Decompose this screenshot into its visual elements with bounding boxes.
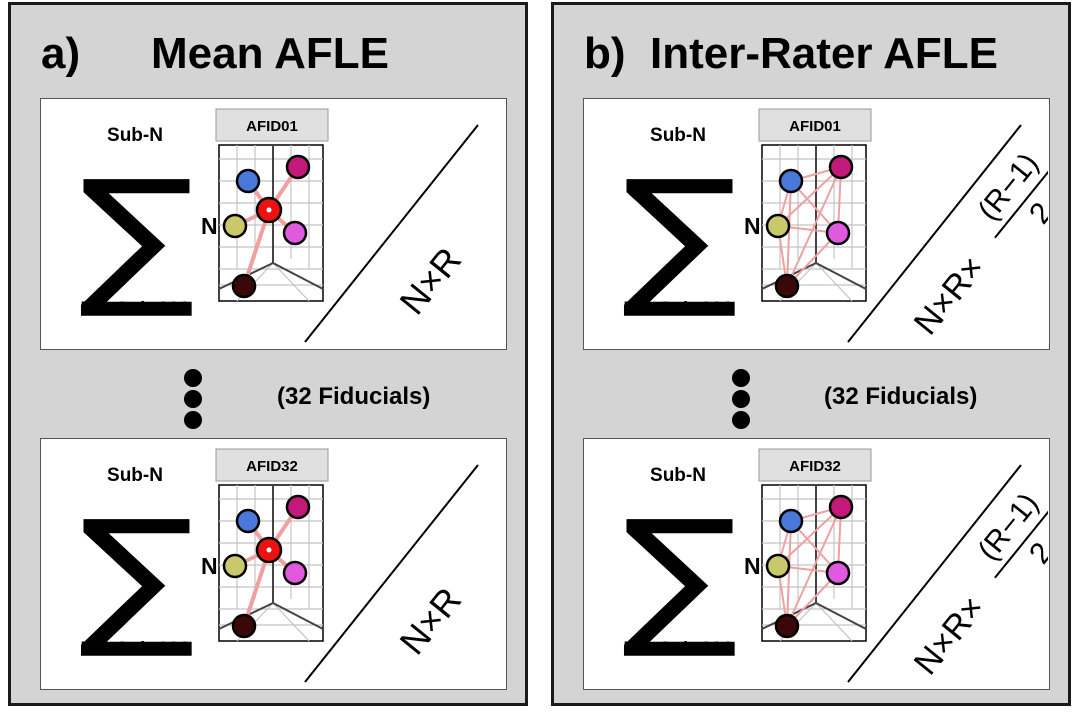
fiducial-3d-plot	[761, 484, 867, 642]
fraction-denominator: 2	[1023, 196, 1048, 230]
denominator-expression: N×R× (R−1) 2	[907, 487, 1048, 682]
summation-symbol: ∑	[622, 489, 738, 663]
afid-label: AFID01	[246, 118, 298, 135]
sum-lower-limit: N = Sub-001	[80, 639, 190, 660]
afid-label-box: AFID32	[215, 448, 329, 482]
formula-card-afid32: Sub-N ∑ N N = Sub-001 AFID32	[40, 438, 507, 690]
panel-title: Inter-Rater AFLE	[650, 29, 998, 78]
fiducial-count-note: (32 Fiducials)	[824, 383, 978, 410]
panel-mean-afle: a) Mean AFLE Sub-N ∑ N N = Sub-001 AFID0…	[8, 2, 528, 706]
formula-card-afid32: Sub-N ∑ N N = Sub-001 AFID32	[583, 438, 1050, 690]
afid-label-box: AFID01	[215, 108, 329, 142]
fraction-denominator: 2	[1023, 536, 1048, 570]
afid-label-box: AFID01	[758, 108, 872, 142]
sum-index: N	[201, 553, 218, 579]
afid-label: AFID32	[246, 458, 298, 475]
panel-inter-rater-afle: b) Inter-Rater AFLE Sub-N ∑ N N = Sub-00…	[551, 2, 1071, 706]
continuation-dots	[179, 369, 209, 429]
denominator: N×R	[391, 579, 469, 662]
afid-label-box: AFID32	[758, 448, 872, 482]
division-slash	[847, 464, 1022, 683]
panel-letter: a)	[41, 29, 81, 78]
summation-symbol: ∑	[79, 149, 195, 323]
formula-card-afid01: Sub-N ∑ N N = Sub-001 AFID01	[40, 98, 507, 350]
sum-lower-limit: N = Sub-001	[623, 299, 733, 320]
division-slash	[304, 464, 479, 683]
formula-card-afid01: Sub-N ∑ N N = Sub-001 AFID01	[583, 98, 1050, 350]
panel-letter: b)	[584, 29, 626, 78]
fiducial-3d-plot	[761, 144, 867, 302]
sum-index: N	[744, 553, 761, 579]
fiducial-3d-plot	[218, 144, 324, 302]
fraction-bar	[994, 500, 1048, 579]
denominator: N×R×	[907, 249, 992, 342]
sum-lower-limit: N = Sub-001	[623, 639, 733, 660]
panel-title: Mean AFLE	[151, 29, 389, 78]
sum-index: N	[201, 213, 218, 239]
summation-symbol: ∑	[622, 149, 738, 323]
afid-label: AFID01	[789, 118, 841, 135]
division-slash	[304, 124, 479, 343]
denominator-expression: N×R× (R−1) 2	[907, 147, 1048, 342]
summation-symbol: ∑	[79, 489, 195, 663]
fraction-bar	[994, 160, 1048, 239]
sum-upper-limit: Sub-N	[650, 465, 706, 486]
sum-upper-limit: Sub-N	[107, 125, 163, 146]
denominator: N×R×	[907, 589, 992, 682]
fiducial-3d-plot	[218, 484, 324, 642]
sum-lower-limit: N = Sub-001	[80, 299, 190, 320]
division-slash	[847, 124, 1022, 343]
sum-index: N	[744, 213, 761, 239]
sum-upper-limit: Sub-N	[650, 125, 706, 146]
sum-upper-limit: Sub-N	[107, 465, 163, 486]
fiducial-count-note: (32 Fiducials)	[277, 383, 431, 410]
afid-label: AFID32	[789, 458, 841, 475]
continuation-dots	[727, 369, 757, 429]
denominator: N×R	[391, 239, 469, 322]
